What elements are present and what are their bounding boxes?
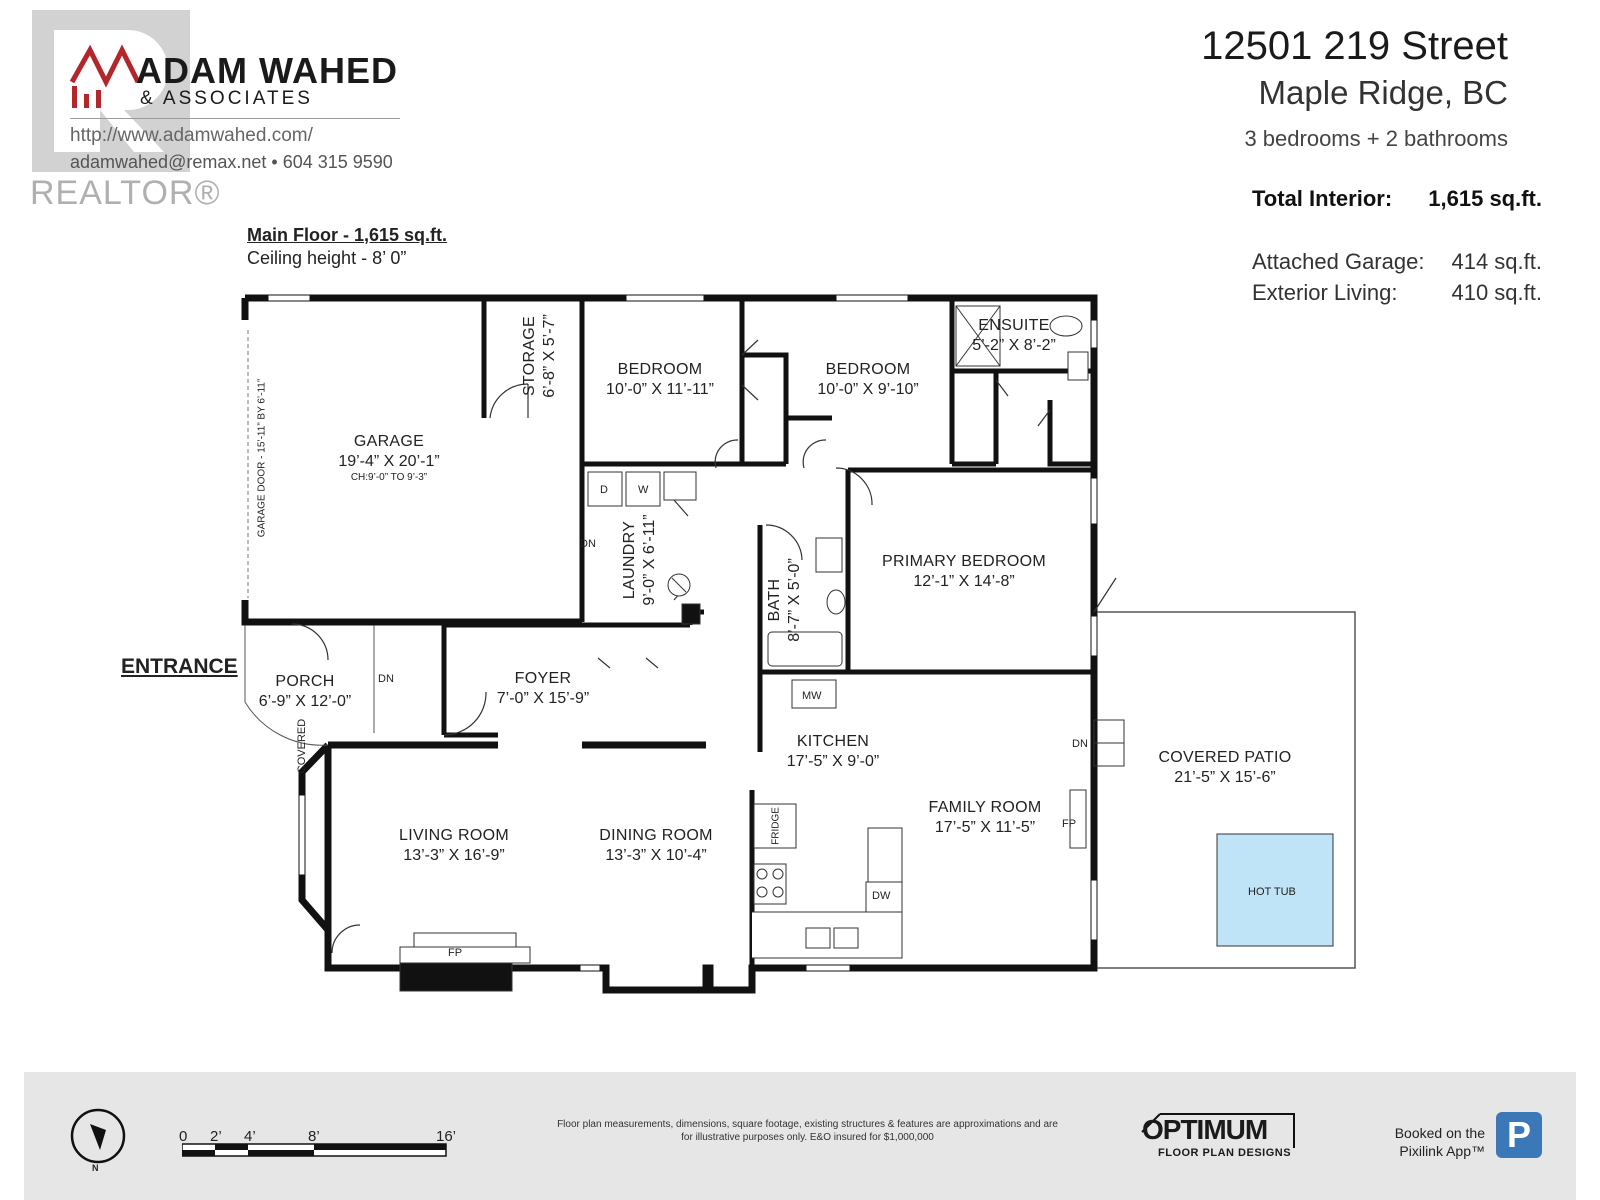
address-line-2: Maple Ridge, BC	[1258, 74, 1508, 111]
washer-icon	[625, 471, 661, 507]
dryer-label: D	[600, 484, 608, 496]
washer-label: W	[638, 484, 649, 496]
porch-down-label: DN	[378, 673, 394, 685]
dishwasher-label: DW	[872, 890, 891, 902]
microwave-label: MW	[802, 690, 822, 702]
hot-tub-basin	[1216, 833, 1334, 947]
exterior-living-row: Exterior Living: 410 sq.ft.	[1252, 280, 1542, 306]
brand-contact: adamwahed@remax.net • 604 315 9590	[70, 152, 393, 172]
brand-email[interactable]: adamwahed@remax.net	[70, 152, 267, 172]
attached-garage-label: Attached Garage:	[1252, 249, 1425, 274]
scale-label-0: 0	[179, 1128, 188, 1145]
scale-bar	[182, 1143, 447, 1157]
dishwasher-icon	[865, 881, 903, 913]
laundry-sink-icon	[663, 471, 697, 501]
floor-title: Main Floor - 1,615 sq.ft.	[247, 225, 448, 245]
logo-mark-icon	[32, 10, 190, 172]
attached-garage-row: Attached Garage: 414 sq.ft.	[1252, 249, 1542, 275]
realtor-mark: REALTOR®	[30, 174, 221, 212]
optimum-subtitle: FLOOR PLAN DESIGNS	[1158, 1147, 1292, 1159]
north-arrow-icon	[70, 1108, 126, 1164]
optimum-logo-frame	[1141, 1113, 1295, 1148]
kitchen-fixtures	[752, 679, 903, 959]
exterior-living-label: Exterior Living:	[1252, 280, 1398, 305]
scale-label-2: 2’	[210, 1128, 222, 1145]
disclaimer-text: Floor plan measurements, dimensions, squ…	[557, 1119, 1058, 1143]
footer-bar	[24, 1072, 1576, 1200]
pixilink-logo-icon[interactable]: P	[1496, 1112, 1542, 1158]
total-interior-row: Total Interior: 1,615 sq.ft.	[1252, 186, 1542, 212]
brand-url-link[interactable]: http://www.adamwahed.com/	[70, 125, 313, 146]
exterior-walls	[241, 294, 1098, 994]
patio-down-label: DN	[1072, 738, 1088, 750]
brand-name: ADAM WAHED	[136, 50, 398, 91]
beds-baths: 3 bedrooms + 2 bathrooms	[1244, 126, 1508, 151]
patio-outline	[1097, 611, 1356, 969]
scale-label-4: 4’	[244, 1128, 256, 1145]
porch-outline	[244, 625, 375, 746]
fireplaces	[399, 789, 1087, 992]
living-fireplace-label: FP	[448, 947, 463, 959]
entrance-label: ENTRANCE	[121, 655, 238, 678]
pixilink-booked-text: Booked on the Pixilink App™	[1394, 1125, 1485, 1159]
floor-ceiling-height: Ceiling height - 8’ 0”	[247, 248, 407, 268]
floor-plan	[241, 294, 1356, 994]
exterior-living-value: 410 sq.ft.	[1451, 280, 1542, 305]
laundry-fixtures	[587, 471, 701, 625]
address-line-1: 12501 219 Street	[1201, 24, 1508, 68]
brand-phone: 604 315 9590	[282, 152, 393, 172]
microwave-icon	[791, 679, 837, 709]
attached-garage-value: 414 sq.ft.	[1451, 249, 1542, 274]
total-interior-label: Total Interior:	[1252, 186, 1393, 211]
hot-tub-label: HOT TUB	[1248, 886, 1296, 898]
windows	[267, 294, 1098, 972]
brand-subtitle: & ASSOCIATES	[140, 88, 313, 109]
dryer-icon	[587, 471, 623, 507]
brand-divider	[70, 118, 400, 119]
door-swings	[291, 339, 1117, 954]
north-label: N	[92, 1163, 99, 1173]
family-fireplace-label: FP	[1062, 818, 1077, 830]
fridge-icon	[753, 803, 797, 849]
stair-landing	[1093, 719, 1125, 767]
bath-fixtures	[767, 305, 1089, 667]
scale-label-16: 16’	[436, 1128, 457, 1145]
laundry-down-label: DN	[580, 538, 596, 550]
total-interior-value: 1,615 sq.ft.	[1428, 186, 1542, 211]
optimum-logo: OPTIMUM	[1142, 1114, 1268, 1145]
scale-label-8: 8’	[308, 1128, 320, 1145]
